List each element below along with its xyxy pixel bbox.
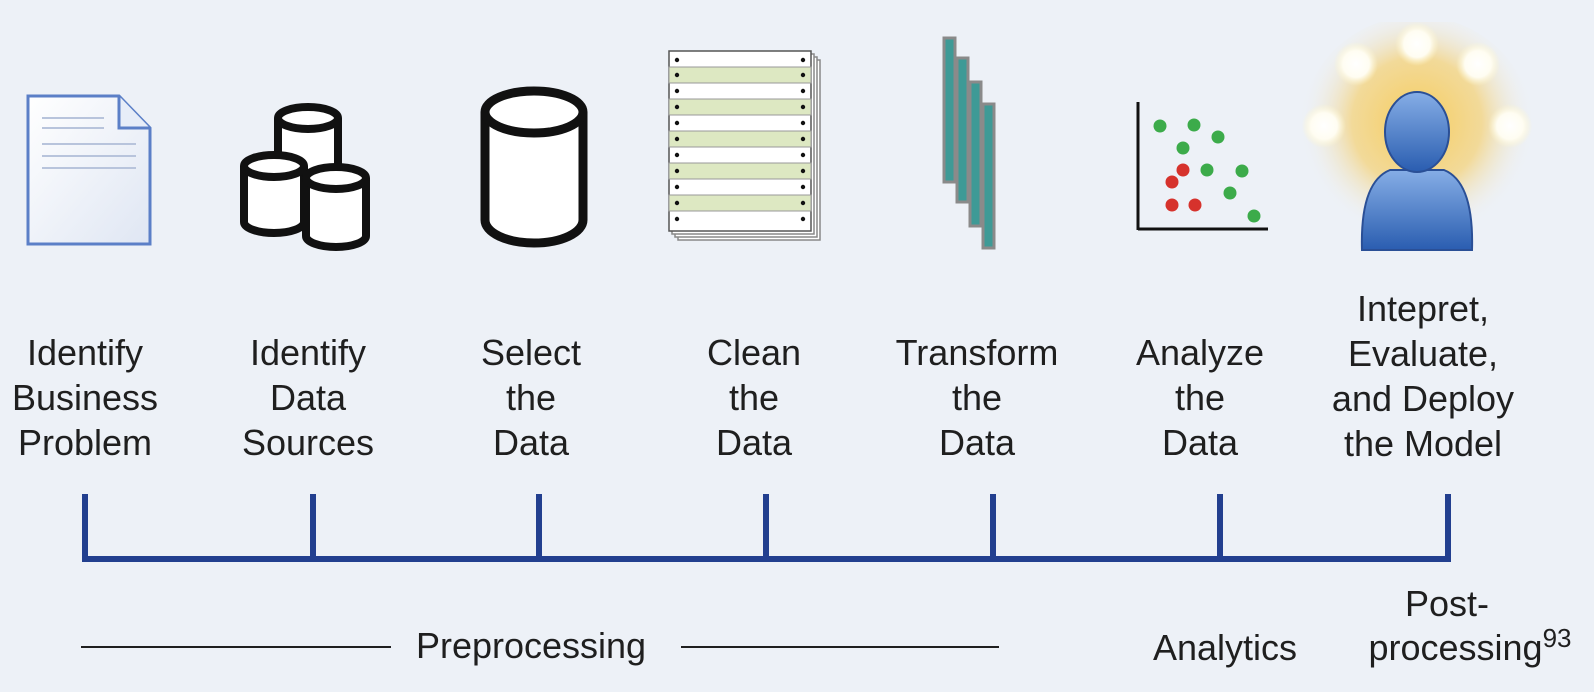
database-cylinder-icon — [480, 86, 588, 248]
phase-analytics: Analytics — [1152, 627, 1298, 668]
preprocessing-rule-left — [81, 646, 391, 648]
person-ideas-icon — [1299, 22, 1535, 252]
transform-bars-icon — [942, 36, 996, 250]
databases-icon — [240, 103, 370, 251]
document-icon — [26, 94, 152, 246]
data-records-icon — [668, 50, 821, 241]
page-number: 93 — [1542, 623, 1572, 653]
phase-postprocessing-line1: Post- — [1404, 583, 1490, 624]
preprocessing-rule-right — [681, 646, 999, 648]
phase-postprocessing: Post- processing93 — [1352, 582, 1588, 670]
phase-postprocessing-line2: processing — [1368, 627, 1543, 668]
scatter-plot-icon — [1136, 102, 1268, 231]
phase-preprocessing: Preprocessing — [415, 625, 647, 666]
